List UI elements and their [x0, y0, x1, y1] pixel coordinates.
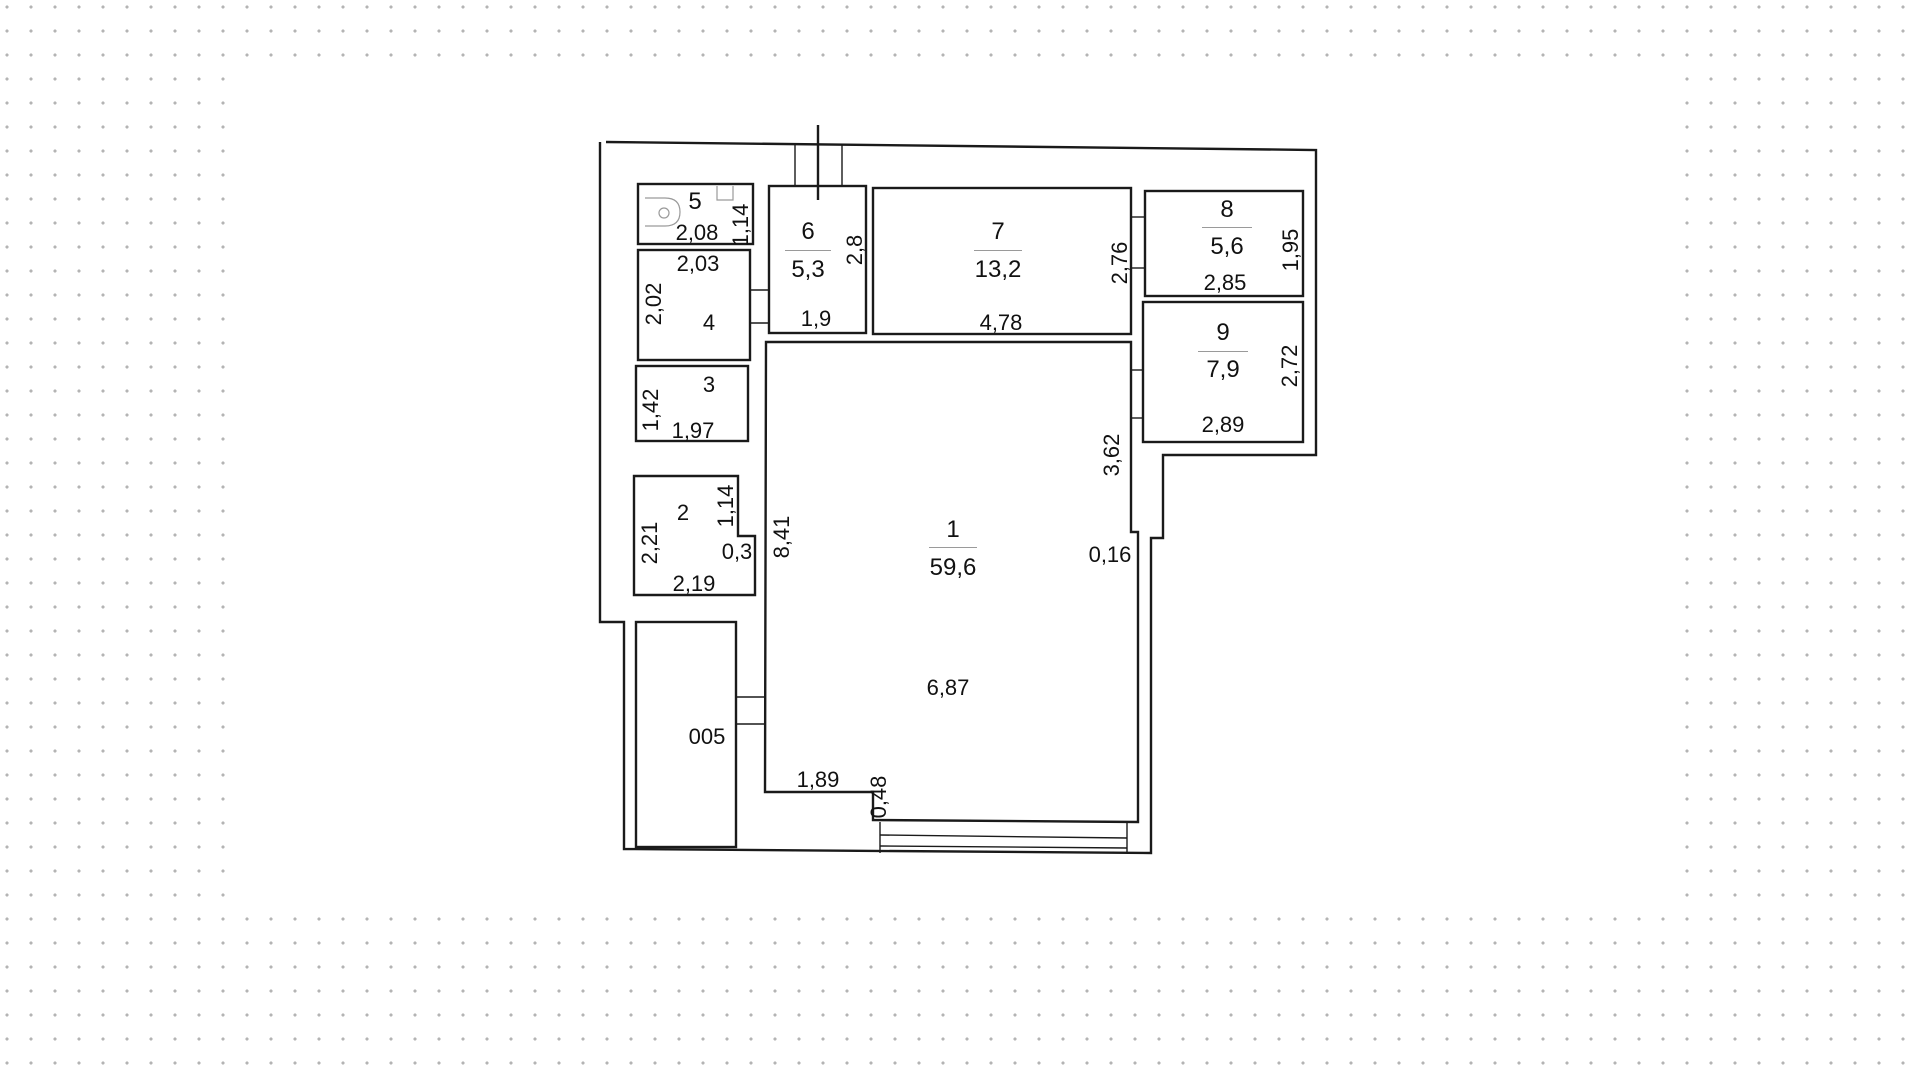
dim-r9-width: 2,89 — [1201, 412, 1245, 437]
dim-r1-left: 8,41 — [769, 515, 794, 559]
dim-r2-step: 0,3 — [721, 539, 753, 564]
room-9-number: 9 — [1216, 319, 1230, 346]
dim-r8-height: 1,95 — [1278, 228, 1303, 272]
dim-r6-height: 2,8 — [842, 234, 867, 266]
room-7-number: 7 — [991, 218, 1005, 245]
dim-r4-width: 2,03 — [676, 251, 720, 276]
dim-r2-height-right: 1,14 — [713, 484, 738, 528]
plan-canvas — [235, 65, 1685, 910]
sink-icon — [645, 197, 681, 227]
room-9-outline — [1141, 300, 1305, 444]
room-1-fraction — [929, 547, 977, 548]
dim-r1-bottom-step: 0,48 — [866, 775, 891, 819]
dim-r1-width: 6,87 — [926, 675, 970, 700]
dim-r8-width: 2,85 — [1203, 270, 1247, 295]
dim-r3-width: 1,97 — [671, 418, 715, 443]
outer-wall — [598, 140, 1318, 855]
dim-r1-bottom-left: 1,89 — [796, 767, 840, 792]
room-1-outline — [763, 340, 1140, 824]
room-6-fraction — [785, 250, 831, 251]
dim-r5-height: 1,14 — [728, 203, 753, 247]
room-8-fraction — [1202, 227, 1252, 228]
dim-r9-height: 2,72 — [1277, 344, 1302, 388]
room-8-outline — [1143, 189, 1305, 298]
room-7-fraction — [974, 250, 1022, 251]
room-8-number: 8 — [1220, 196, 1234, 223]
room-2-number: 2 — [676, 500, 690, 525]
room-2-outline — [632, 474, 757, 597]
room-3-number: 3 — [702, 372, 716, 397]
room-7-outline — [871, 186, 1133, 336]
dim-r7-width: 4,78 — [979, 310, 1023, 335]
room-9-area: 7,9 — [1206, 356, 1240, 383]
room-8-area: 5,6 — [1210, 233, 1244, 260]
room-4-number: 4 — [702, 310, 716, 335]
room-005-outline — [634, 620, 738, 849]
room-5-outline — [636, 182, 755, 246]
dim-r3-height: 1,42 — [638, 388, 663, 432]
dim-r2-height-left: 2,21 — [637, 521, 662, 565]
room-5-number: 5 — [688, 188, 702, 215]
room-3-outline — [634, 364, 750, 443]
room-6-area: 5,3 — [791, 256, 825, 283]
room-1-number: 1 — [946, 516, 960, 543]
room-005-number: 005 — [688, 724, 726, 749]
dim-r2-width: 2,19 — [672, 571, 716, 596]
dim-r6-width: 1,9 — [800, 306, 832, 331]
room-9-fraction — [1198, 351, 1248, 352]
room-6-number: 6 — [801, 218, 815, 245]
dim-r4-height: 2,02 — [641, 282, 666, 326]
dim-r1-right-step: 0,16 — [1088, 542, 1132, 567]
room-7-area: 13,2 — [974, 256, 1022, 283]
room-6-outline — [767, 184, 868, 335]
dim-r5-width: 2,08 — [675, 220, 719, 245]
dim-r1-right-upper: 3,62 — [1099, 433, 1124, 477]
room-4-outline — [636, 248, 752, 362]
room-1-area: 59,6 — [929, 554, 977, 581]
dim-r7-height: 2,76 — [1107, 241, 1132, 285]
